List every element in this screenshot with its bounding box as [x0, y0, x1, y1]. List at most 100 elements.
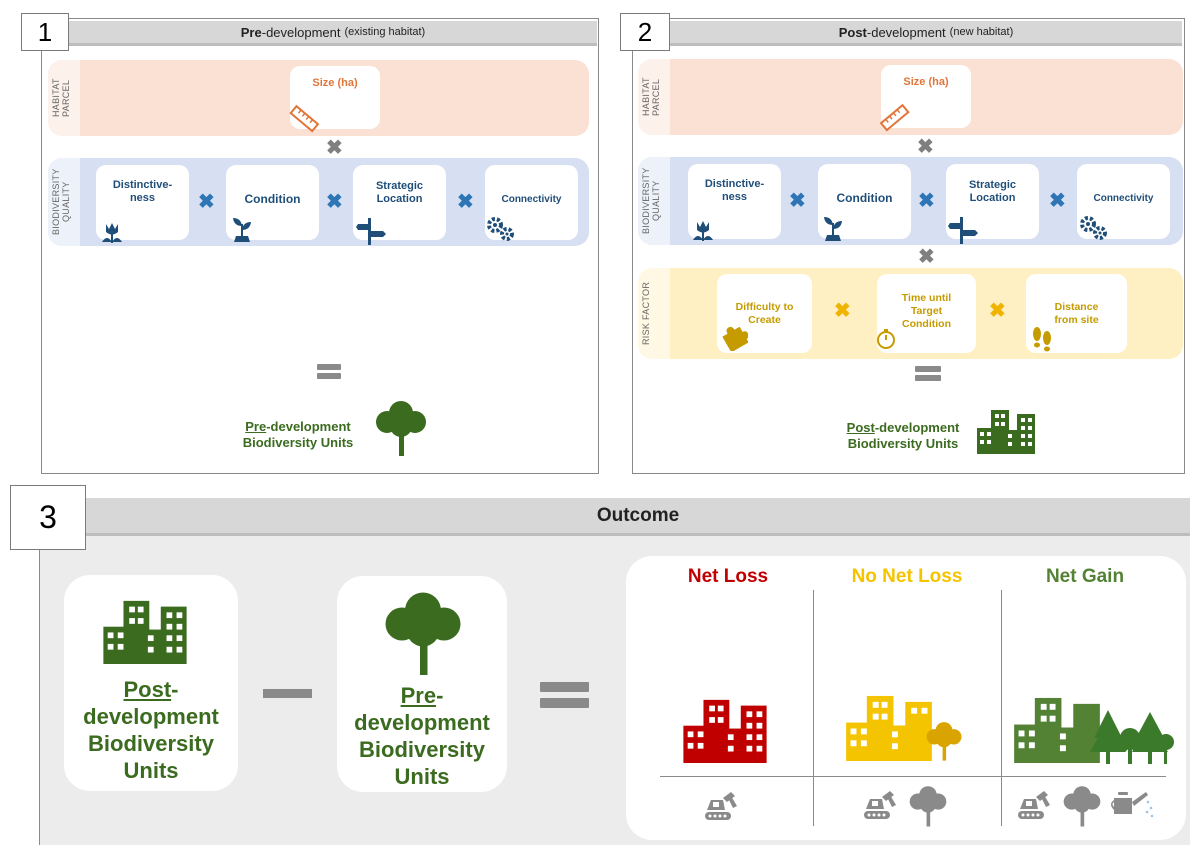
panel-number-2: 2 [620, 13, 670, 51]
time-until-target-card: Time until Target Condition [877, 274, 976, 353]
post-line: Biodiversity [88, 731, 214, 756]
gears-icon [487, 217, 514, 241]
post-card-dash: - [171, 677, 179, 702]
connectivity-label: Connectivity [501, 194, 562, 205]
biodiversity-quality-label: BIODIVERSITY QUALITY [51, 168, 71, 236]
puzzle-icon [722, 326, 748, 351]
tree-icon [909, 786, 947, 827]
post-development-card-label: Post- development Biodiversity Units [64, 676, 238, 784]
distance-from-site-card: Distance from site [1026, 274, 1127, 353]
pre-bold: Pre [245, 419, 267, 434]
buildings-icon [1014, 697, 1100, 763]
gears-icon [1080, 216, 1107, 240]
stopwatch-icon [877, 329, 895, 349]
pre-card-dash: - [436, 683, 444, 708]
buildings-icon [977, 410, 1035, 454]
divider-vertical [813, 590, 814, 826]
difficulty-to-create-card: Difficulty to Create [717, 274, 812, 353]
net-gain-heading: Net Gain [1045, 566, 1125, 587]
distance-label: Distance from site [1054, 300, 1099, 326]
pre-rest: -development [266, 419, 351, 434]
panel2-title-small: (new habitat) [949, 26, 1014, 38]
multiply-icon: ✖ [918, 190, 935, 212]
difficulty-label: Difficulty to Create [735, 300, 794, 326]
size-label: Size (ha) [312, 76, 358, 89]
panel1-title-bold: Pre [240, 24, 262, 40]
tree-icon [376, 401, 426, 456]
watering-can-icon [1111, 792, 1154, 818]
no-net-loss-heading: No Net Loss [851, 566, 963, 587]
signpost-icon [948, 217, 978, 244]
biodiversity-quality-label: BIODIVERSITY QUALITY [641, 167, 661, 235]
tree-icon [926, 722, 962, 761]
panel1-title-rest: -development [261, 24, 341, 40]
post-bold: Post [846, 420, 875, 435]
excavator-icon [705, 792, 737, 820]
buildings-icon [683, 699, 767, 763]
seedling-icon [824, 217, 842, 241]
condition-label: Condition [836, 191, 893, 205]
pre-card-bold: Pre [400, 683, 437, 708]
size-label: Size (ha) [903, 75, 949, 88]
excavator-icon [1018, 791, 1050, 819]
band-edge [638, 157, 670, 245]
forest-icon [1090, 710, 1174, 764]
band-edge [638, 59, 670, 135]
net-loss-heading: Net Loss [687, 566, 769, 587]
panel1-title-small: (existing habitat) [344, 26, 426, 38]
divider-vertical [1001, 590, 1002, 826]
risk-factor-label: RISK FACTOR [641, 281, 651, 346]
signpost-icon [356, 218, 386, 245]
equals-icon [317, 364, 341, 382]
panel-number-1: 1 [21, 13, 69, 51]
panel1-title: Pre-development(existing habitat) [69, 21, 597, 46]
pre-development-card-label: Pre- development Biodiversity Units [337, 682, 507, 790]
multiply-icon: ✖ [457, 191, 474, 213]
post-development-units-label: Post-development Biodiversity Units [832, 420, 974, 452]
multiply-icon: ✖ [989, 300, 1006, 322]
distinctiveness-label: Distinctive-ness [112, 178, 173, 204]
time-until-target-label: Time until Target Condition [901, 292, 952, 330]
equals-icon [915, 366, 941, 384]
multiply-icon: ✖ [326, 137, 343, 159]
band-edge [48, 158, 80, 246]
ruler-icon [289, 104, 320, 133]
multiply-icon: ✖ [834, 300, 851, 322]
pre-line: development [354, 710, 490, 735]
minus-icon [263, 689, 312, 698]
post-line: Units [123, 758, 179, 783]
equals-icon [540, 682, 589, 711]
band-edge [48, 60, 80, 136]
distinctiveness-label: Distinctive-ness [704, 177, 765, 203]
pre-line2: Biodiversity Units [242, 435, 354, 450]
connectivity-card: Connectivity [1077, 164, 1170, 239]
band-edge [638, 268, 670, 359]
excavator-icon [864, 791, 896, 819]
pre-development-units-label: Pre-development Biodiversity Units [228, 419, 368, 451]
divider-horizontal [660, 776, 1166, 777]
distinctiveness-card: Distinctive-ness [96, 165, 189, 240]
multiply-icon: ✖ [198, 191, 215, 213]
panel-number-3: 3 [10, 485, 86, 550]
condition-card: Condition [818, 164, 911, 239]
outcome-results-card [626, 556, 1186, 840]
post-line2: Biodiversity Units [847, 436, 959, 451]
condition-label: Condition [244, 192, 301, 206]
footprints-icon [1033, 327, 1051, 352]
distinctiveness-card: Distinctive-ness [688, 164, 781, 239]
outcome-title: Outcome [86, 498, 1190, 536]
post-line: development [83, 704, 219, 729]
habitat-parcel-label: HABITAT PARCEL [641, 77, 661, 117]
habitat-parcel-label: HABITAT PARCEL [51, 78, 71, 118]
strategic-location-label: Strategic Location [375, 179, 424, 205]
multiply-icon: ✖ [1049, 190, 1066, 212]
post-card-bold: Post [123, 677, 172, 702]
tree-icon [1063, 786, 1101, 827]
buildings-icon [846, 695, 932, 761]
tree-icon [385, 592, 461, 675]
tulip-icon [693, 221, 713, 241]
tulip-icon [102, 223, 122, 243]
buildings-icon [103, 600, 187, 664]
multiply-icon: ✖ [789, 190, 806, 212]
post-development-card [64, 575, 238, 791]
